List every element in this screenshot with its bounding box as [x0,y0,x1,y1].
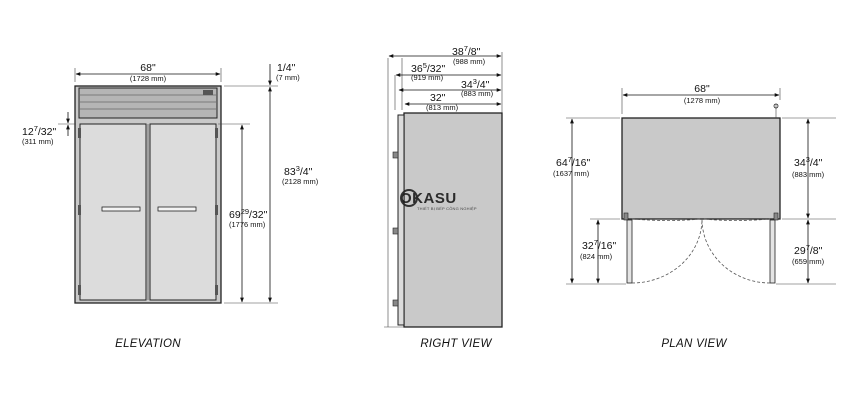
left-offset-label: 127/32" [22,124,56,138]
right-door-handle [157,206,197,212]
watermark-brand: OKASU [400,190,457,207]
controller-display [203,90,213,95]
right-depth-overall-label: 387/8" [452,44,481,58]
plan-view-caption: PLAN VIEW [661,338,727,350]
elevation-view: 68" (1728 mm) 1/4" (7 mm) 127/32" (311 m… [22,62,319,350]
right-view: 387/8" (988 mm) 365/32" (919 mm) 343/4" … [384,44,503,350]
plan-left-door-open [626,219,633,284]
plan-swing-right-mm: (659 mm) [792,257,825,266]
plan-left-door-swing [631,218,703,284]
right-depth-d-mm: (813 mm) [426,103,459,112]
plan-swing-left-mm: (824 mm) [580,252,613,261]
left-offset-mm: (311 mm) [22,137,54,146]
elevation-grille [78,87,218,119]
right-depth-d-label: 32" [430,92,446,104]
plan-cabinet-depth-label: 343/4" [794,155,823,169]
plan-swing-right-label: 297/8" [794,243,823,257]
watermark-tagline: THIẾT BỊ BẾP CÔNG NGHIỆP [417,206,477,211]
door-height-mm: (1776 mm) [229,220,266,229]
overall-height-label: 833/4" [284,164,313,178]
top-gap-mm: (7 mm) [276,73,300,82]
elevation-width-mm: (1728 mm) [130,74,167,83]
plan-swing-left-label: 327/16" [582,238,616,252]
plan-overall-depth-label: 647/16" [556,155,590,169]
right-depth-b-label: 365/32" [411,61,445,75]
plan-width-label: 68" [694,83,710,95]
left-door-handle [101,206,141,212]
plan-cabinet-depth-mm: (883 mm) [792,170,825,179]
elevation-caption: ELEVATION [115,338,181,350]
right-view-caption: RIGHT VIEW [420,338,492,350]
overall-height-mm: (2128 mm) [282,177,319,186]
plan-right-door-open [769,219,776,284]
plan-overall-depth-mm: (1637 mm) [553,169,590,178]
elevation-left-door [79,123,147,301]
plan-right-door-swing [701,218,771,284]
right-depth-c-label: 343/4" [461,77,490,91]
okasu-watermark-logo: OKASU THIẾT BỊ BẾP CÔNG NGHIỆP [400,189,477,211]
right-door-profile [397,114,405,326]
top-gap-label: 1/4" [277,62,296,74]
plan-view: 68" (1278 mm) 647/16" (1637 mm) 327/16" … [553,83,836,350]
plan-cabinet [621,117,781,220]
door-height-label: 6929/32" [229,207,268,221]
elevation-width-label: 68" [140,62,156,74]
plan-width-mm: (1278 mm) [684,96,721,105]
right-depth-c-mm: (883 mm) [461,89,494,98]
right-depth-overall-mm: (988 mm) [453,57,486,66]
right-cabinet [403,112,503,328]
right-depth-b-mm: (919 mm) [411,73,444,82]
elevation-right-door [149,123,217,301]
